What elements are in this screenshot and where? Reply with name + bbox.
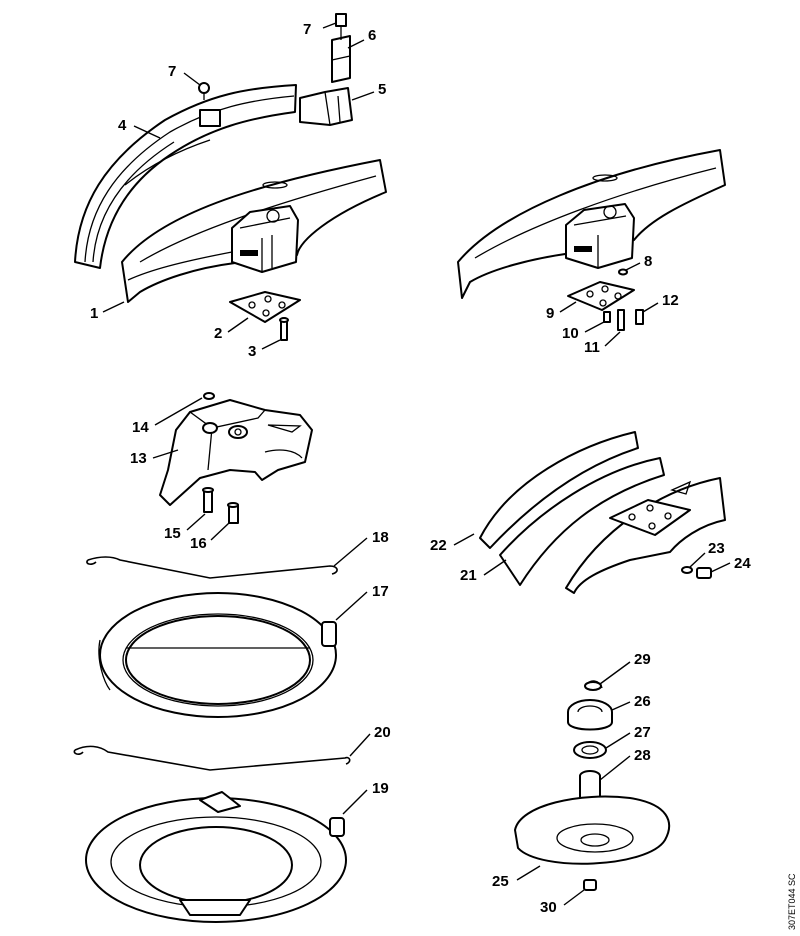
bracket-parts [198,13,353,126]
callout-15: 15 [164,525,181,542]
callout-29: 29 [634,651,651,668]
callout-24: 24 [734,555,751,572]
callout-9: 9 [546,305,554,322]
callout-20: 20 [374,724,391,741]
spring-wire-20 [73,745,351,771]
callout-12: 12 [662,292,679,309]
callout-22: 22 [430,537,447,554]
callout-26: 26 [634,693,651,710]
callout-7-left: 7 [168,63,176,80]
callout-28: 28 [634,747,651,764]
callout-5: 5 [378,81,386,98]
plate-and-screw-left [229,291,301,341]
plate-and-screws-right [567,268,644,331]
callout-labels: 7 6 7 5 4 1 2 3 8 9 12 10 11 14 13 15 16… [90,21,751,916]
callout-18: 18 [372,529,389,546]
housing-screws [202,487,239,524]
callout-30: 30 [540,899,557,916]
callout-3: 3 [248,343,256,360]
deflector-guard-left [121,159,387,303]
callout-2: 2 [214,325,222,342]
leader-lines [102,22,731,906]
callout-10: 10 [562,325,579,342]
callout-6: 6 [368,27,376,44]
deflector-guard-right [457,149,726,299]
callout-17: 17 [372,583,389,600]
blade-cup-assembly [514,680,670,891]
drawing-code: 307ET044 SC [787,873,797,930]
callout-19: 19 [372,780,389,797]
callout-4: 4 [118,117,127,134]
retaining-ring-19 [85,791,347,923]
callout-23: 23 [708,540,725,557]
retaining-ring-17 [98,592,337,718]
callout-25: 25 [492,873,509,890]
spring-wire-18 [86,556,338,579]
callout-13: 13 [130,450,147,467]
callout-16: 16 [190,535,207,552]
callout-11: 11 [584,339,600,356]
callout-8: 8 [644,253,652,270]
callout-21: 21 [460,567,477,584]
callout-27: 27 [634,724,651,741]
blade-guard-set [479,431,726,594]
extension-strip [74,84,297,269]
gearbox-housing [159,392,313,506]
callout-14: 14 [132,419,149,436]
callout-1: 1 [90,305,98,322]
callout-7-top: 7 [303,21,311,38]
